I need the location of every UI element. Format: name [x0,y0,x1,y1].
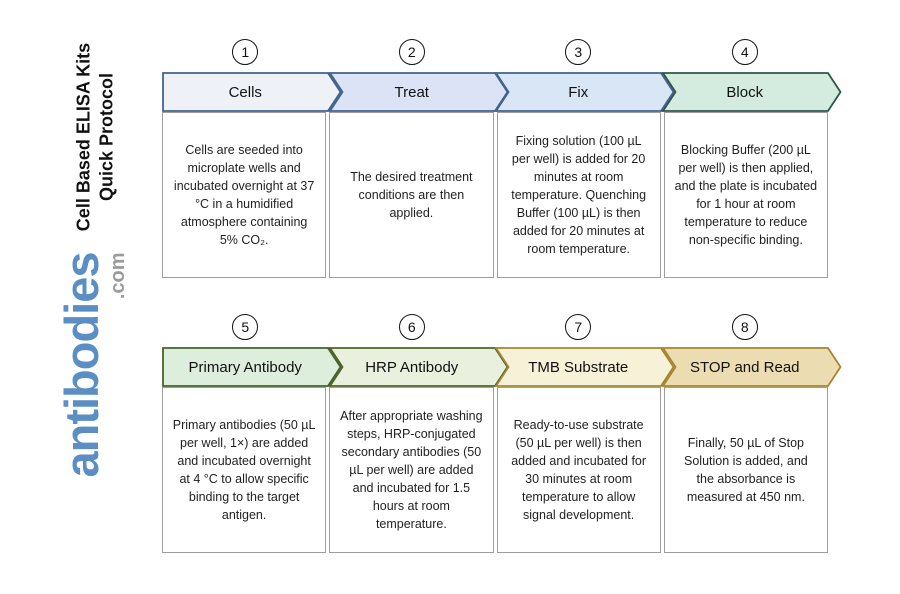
step-2-description-box: The desired treatment conditions are the… [329,112,494,278]
step-7-arrow-shape [494,347,675,387]
step-1-description-box: Cells are seeded into microplate wells a… [162,112,327,278]
step-6-description-box: After appropriate washing steps, HRP-con… [329,387,494,553]
step-number-row: 1 2 3 4 [162,39,828,65]
step-2-description: The desired treatment conditions are the… [350,169,473,221]
step-2-badge: 2 [398,39,425,65]
step-8-arrow: STOP and Read [660,347,842,387]
step-2-arrow: Treat [327,72,509,112]
logo-brand: antibodies [55,252,108,478]
step-2-arrow-shape [327,72,509,112]
step-3-description-box: Fixing solution (100 µL per well) is add… [496,112,661,278]
step-2-label: Treat [394,83,429,101]
step-1-badge: 1 [232,39,259,65]
title-line-1: Cell Based ELISA Kits [73,42,94,232]
step-5-arrow: Primary Antibody [162,347,342,387]
step-4-description-box: Blocking Buffer (200 µL per well) is the… [663,112,828,278]
step-1-arrow: Cells [162,72,342,112]
step-8-description-box: Finally, 50 µL of Stop Solution is added… [663,387,828,553]
step-3-description: Fixing solution (100 µL per well) is add… [511,133,647,257]
step-8-badge: 8 [731,314,758,340]
step-8-arrow-shape [660,347,842,387]
step-4-arrow-shape [660,72,842,112]
step-description-row: Cells are seeded into microplate wells a… [162,112,828,278]
title-line-2: Quick Protocol [97,72,117,202]
step-7-description: Ready-to-use substrate (50 µL per well) … [511,417,647,523]
step-4-arrow: Block [660,72,842,112]
step-4-label: Block [726,83,764,101]
step-5-arrow-shape [162,347,342,387]
step-number-row: 5 6 7 8 [162,314,828,340]
step-6-badge: 6 [398,314,425,340]
antibodies-logo: antibodies .com [55,252,129,478]
step-4-badge: 4 [731,39,758,65]
step-7-label: TMB Substrate [528,358,629,376]
step-6-description: After appropriate washing steps, HRP-con… [340,408,483,532]
step-1-description: Cells are seeded into microplate wells a… [173,142,315,248]
step-arrow-row: Primary Antibody HRP Antibody TMB Substr… [162,347,842,387]
logo-tld: .com [107,252,129,300]
step-4-description: Blocking Buffer (200 µL per well) is the… [674,142,818,248]
step-3-label: Fix [568,83,589,101]
step-8-description: Finally, 50 µL of Stop Solution is added… [684,435,808,505]
step-1-arrow-shape [162,72,342,112]
step-3-arrow: Fix [494,72,675,112]
step-7-description-box: Ready-to-use substrate (50 µL per well) … [496,387,661,553]
step-7-badge: 7 [565,314,592,340]
protocol-flow: 1 2 3 4 Cells Treat [162,39,842,589]
step-8-label: STOP and Read [689,358,800,376]
step-arrow-row: Cells Treat Fix [162,72,842,112]
flow-row-1: 1 2 3 4 Cells Treat [162,39,842,278]
step-1-label: Cells [228,83,262,101]
vertical-title: Cell Based ELISA Kits Quick Protocol [73,43,120,231]
step-5-description: Primary antibodies (50 µL per well, 1×) … [172,417,316,523]
flow-row-2: 5 6 7 8 Primary Antibody HRP Antibody [162,314,842,553]
step-6-arrow-shape [327,347,509,387]
step-3-badge: 3 [565,39,592,65]
step-6-label: HRP Antibody [365,358,459,376]
step-6-arrow: HRP Antibody [327,347,509,387]
step-description-row: Primary antibodies (50 µL per well, 1×) … [162,387,828,553]
step-7-arrow: TMB Substrate [494,347,675,387]
step-5-badge: 5 [232,314,259,340]
step-3-arrow-shape [494,72,675,112]
step-5-description-box: Primary antibodies (50 µL per well, 1×) … [162,387,327,553]
step-5-label: Primary Antibody [188,358,302,376]
